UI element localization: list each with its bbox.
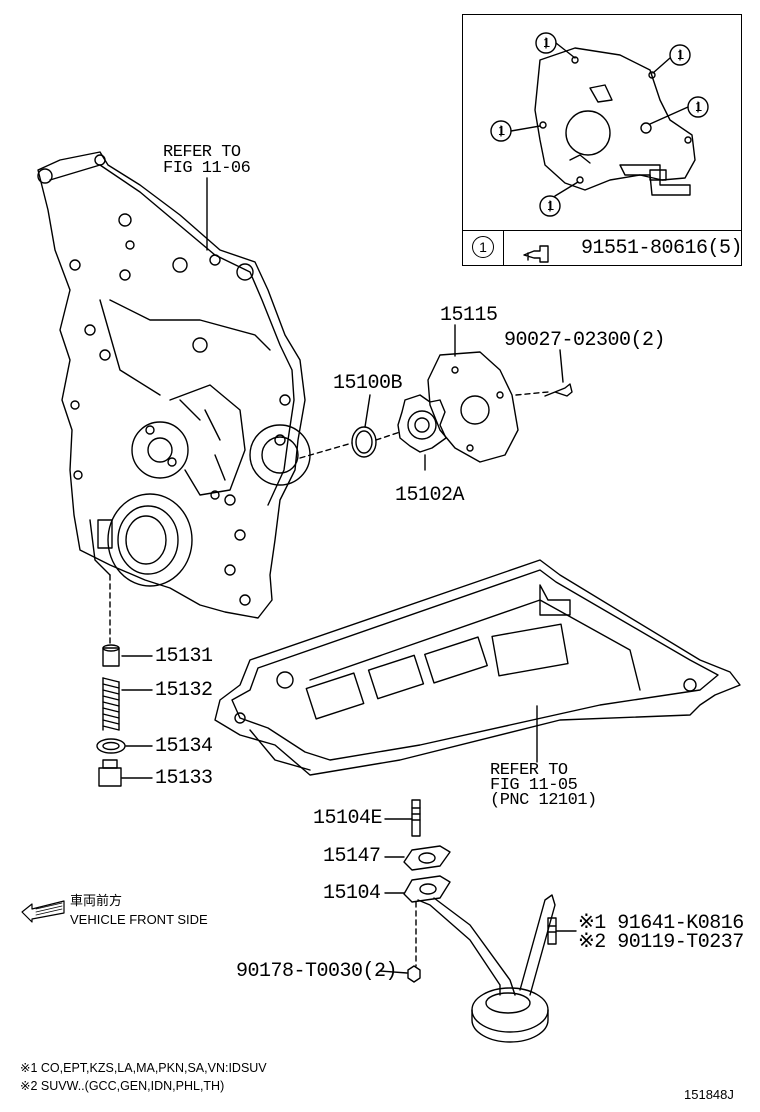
inset-detail-box: 1 91551-80616(5) xyxy=(462,14,743,266)
refer-bottom-line3: (PNC 12101) xyxy=(490,791,597,810)
oil-pan-drawing xyxy=(214,559,741,776)
oil-pump-cover-drawing xyxy=(427,351,519,463)
figure-id: 151848J xyxy=(684,1087,734,1102)
dashed-guide-lines xyxy=(109,391,549,967)
part-15100B: 15100B xyxy=(333,372,403,395)
inset-parts-row: 1 91551-80616(5) xyxy=(463,230,743,265)
refer-bottom-line1: REFER TO xyxy=(490,761,568,780)
timing-cover-drawing xyxy=(37,151,311,619)
footnote-2: ※2 SUVW..(GCC,GEN,IDN,PHL,TH) xyxy=(20,1079,225,1093)
part-91641: ※1 91641-K0816 xyxy=(578,912,744,935)
inset-callout-1b: 1 xyxy=(677,47,685,62)
inset-callout-1c: 1 xyxy=(695,99,703,114)
oil-pump-rotor-drawing xyxy=(397,394,447,453)
vehicle-front-arrow-icon xyxy=(21,900,65,923)
footnote-1: ※1 CO,EPT,KZS,LA,MA,PKN,SA,VN:IDSUV xyxy=(20,1061,267,1075)
inset-callout-1e: 1 xyxy=(547,198,555,213)
vehicle-front-jp: 車両前方 xyxy=(70,893,123,908)
inset-callout-symbol: 1 xyxy=(472,236,494,258)
part-15102A: 15102A xyxy=(395,484,465,507)
inset-part-number: 91551-80616(5) xyxy=(581,237,743,260)
vehicle-front-en: VEHICLE FRONT SIDE xyxy=(70,912,208,927)
refer-top-line2: FIG 11-06 xyxy=(163,159,251,178)
refer-bottom-line2: FIG 11-05 xyxy=(490,776,578,795)
part-90178: 90178-T0030(2) xyxy=(236,960,398,983)
inset-callout-1a: 1 xyxy=(543,35,551,50)
inset-callout-circles xyxy=(490,32,709,217)
leader-lines xyxy=(121,177,577,974)
relief-valve-parts-drawing xyxy=(96,644,126,787)
oil-strainer-drawing xyxy=(403,799,557,1043)
part-15104: 15104 xyxy=(323,882,381,905)
part-90027: 90027-02300(2) xyxy=(504,329,666,352)
part-90119: ※2 90119-T0237 xyxy=(578,931,744,954)
part-15115: 15115 xyxy=(440,304,498,327)
inset-pump-plate-drawing xyxy=(534,47,696,196)
part-15134: 15134 xyxy=(155,735,213,758)
refer-top-line1: REFER TO xyxy=(163,143,241,162)
pump-bolt-drawing xyxy=(544,383,573,397)
part-15133: 15133 xyxy=(155,767,213,790)
part-15131: 15131 xyxy=(155,645,213,668)
part-15104E: 15104E xyxy=(313,807,383,830)
inset-bolt-icon xyxy=(523,245,549,263)
part-15132: 15132 xyxy=(155,679,213,702)
inset-callout-1d: 1 xyxy=(498,123,506,138)
inset-row-divider xyxy=(503,231,504,265)
o-ring-drawing xyxy=(351,426,377,458)
part-15147: 15147 xyxy=(323,845,381,868)
